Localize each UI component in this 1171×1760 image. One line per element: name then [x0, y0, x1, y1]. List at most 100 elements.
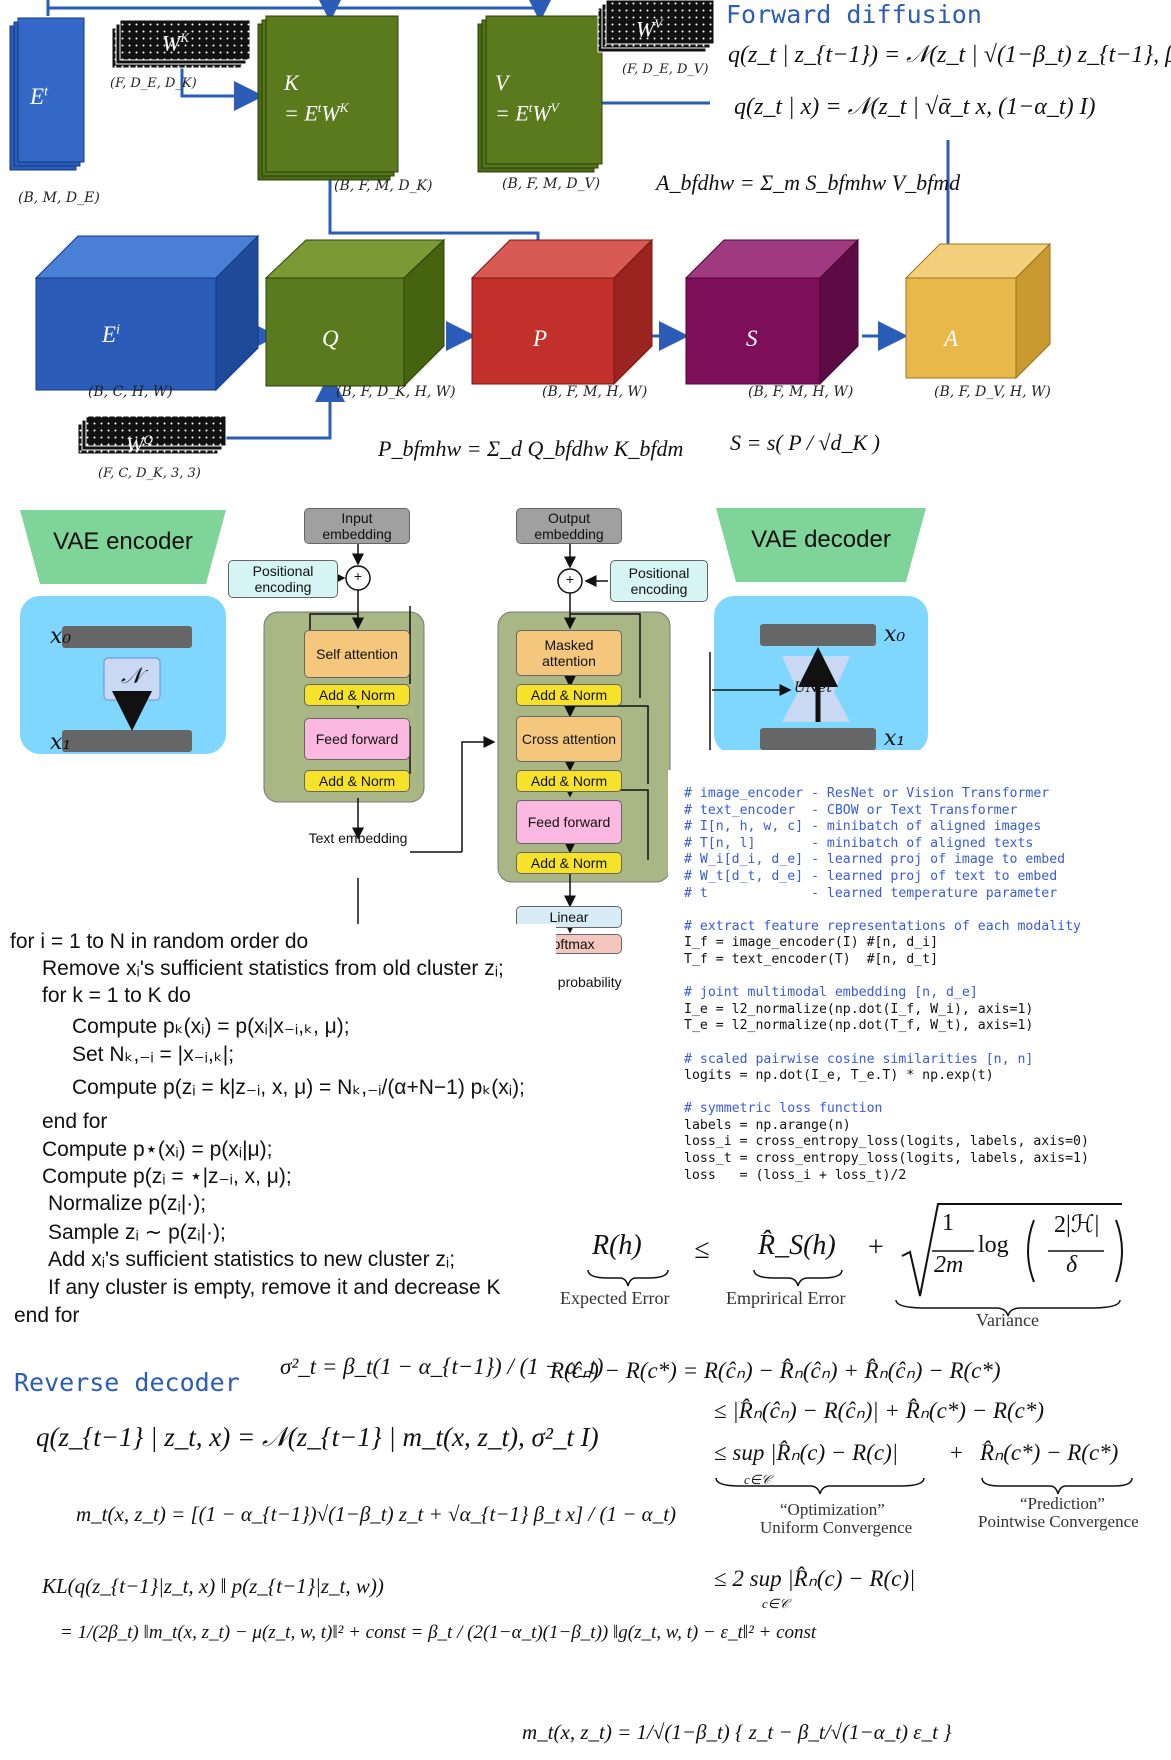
risk-line-3b: +: [950, 1440, 963, 1465]
bound-log: log: [978, 1232, 1009, 1258]
v-label-line1: V: [495, 70, 509, 95]
wv-label: WV: [636, 16, 663, 42]
q-label: Q: [322, 326, 339, 351]
code-line: loss_t = cross_entropy_loss(logits, labe…: [684, 1151, 1089, 1167]
bound-braces: [587, 1203, 1123, 1317]
vae-decoder-x1-label: x₁: [884, 726, 906, 751]
algo-line: for k = 1 to K do: [42, 984, 191, 1007]
add-norm-box: Add & Norm: [304, 684, 410, 706]
s-cube: [684, 238, 860, 386]
risk-optimization-label: “Optimization”: [780, 1500, 885, 1519]
wk-label: WK: [162, 30, 189, 56]
algo-line: Sample zᵢ ∼ p(zᵢ|·);: [48, 1221, 226, 1244]
code-line: # text_encoder - CBOW or Text Transforme…: [684, 802, 1018, 818]
code-line: # scaled pairwise cosine similarities [n…: [684, 1051, 1034, 1067]
output-embedding-box: Output embedding: [516, 508, 622, 544]
bound-rs: R̂_S(h): [758, 1230, 836, 1261]
q-dims: (B, F, D_K, H, W): [336, 384, 456, 400]
p-label: P: [533, 326, 548, 351]
code-line: loss = (loss_i + loss_t)/2: [684, 1167, 907, 1183]
vae-normal-label: 𝒩: [121, 664, 143, 689]
risk-line-1: R(ĉₙ) − R(c*) = R(ĉₙ) − R̂ₙ(ĉₙ) + R̂ₙ(ĉₙ…: [550, 1358, 1001, 1383]
encoder-plus: +: [353, 568, 363, 584]
feed-forward-box: Feed forward: [304, 718, 410, 760]
reverse-m: m_t(x, z_t) = [(1 − α_{t−1})√(1−β_t) z_t…: [76, 1502, 677, 1526]
code-line: # t - learned temperature parameter: [684, 885, 1058, 901]
code-line: I_f = image_encoder(I) #[n, d_i]: [684, 935, 939, 951]
algo-line: If any cluster is empty, remove it and d…: [48, 1276, 501, 1299]
risk-prediction-label: “Prediction”: [1020, 1494, 1105, 1513]
code-line: # T[n, l] - minibatch of aligned texts: [684, 835, 1034, 851]
reverse-kl-2: = 1/(2β_t) ‖m_t(x, z_t) − μ(z_t, w, t)‖²…: [60, 1622, 817, 1643]
code-line: T_e = l2_normalize(np.dot(T_f, W_t), axi…: [684, 1018, 1034, 1034]
vae-encoder-head: [20, 510, 226, 584]
positional-encoding-right: Positional encoding: [610, 560, 708, 602]
risk-line-2: ≤ |R̂ₙ(ĉₙ) − R(ĉₙ)| + R̂ₙ(c*) − R(c*): [714, 1398, 1045, 1423]
vae-decoder-title: VAE decoder: [751, 526, 891, 553]
et-dims: (B, M, D_E): [18, 190, 100, 206]
add-norm-box: Add & Norm: [516, 852, 622, 874]
clip-pseudocode: # image_encoder - ResNet or Vision Trans…: [684, 786, 1089, 1184]
q-cube: [264, 238, 446, 388]
equation-p: P_bfmhw = Σ_d Q_bfdhw K_bfdm: [378, 436, 684, 461]
et-tensor: [9, 17, 85, 171]
positional-encoding-left: Positional encoding: [228, 560, 338, 598]
s-label: S: [746, 326, 758, 351]
bound-delta: δ: [1066, 1252, 1078, 1278]
a-cube: [904, 242, 1052, 380]
vae-decoder-head: [716, 508, 926, 582]
bound-r: R(h): [592, 1230, 642, 1261]
code-line: # image_encoder - ResNet or Vision Trans…: [684, 786, 1050, 801]
add-norm-box: Add & Norm: [304, 770, 410, 792]
risk-uniform-label: Uniform Convergence: [760, 1518, 913, 1537]
k-tensor: [257, 15, 399, 181]
a-dims: (B, F, D_V, H, W): [934, 384, 1051, 400]
code-line: # symmetric loss function: [684, 1101, 883, 1117]
vae-encoder-title: VAE encoder: [53, 528, 193, 555]
reverse-m2: m_t(x, z_t) = 1/√(1−β_t) { z_t − β_t/√(1…: [522, 1720, 952, 1744]
code-line: [684, 902, 1089, 919]
bound-expected-label: Expected Error: [560, 1288, 670, 1308]
reverse-q: q(z_{t−1} | z_t, x) = 𝒩(z_{t−1} | m_t(x,…: [36, 1422, 599, 1452]
add-norm-box: Add & Norm: [516, 684, 622, 706]
bound-h: 2|ℋ|: [1054, 1212, 1100, 1238]
et-label: Et: [30, 84, 48, 109]
code-panel-bg: [668, 770, 1171, 1190]
bound-variance-label: Variance: [976, 1310, 1039, 1330]
cross-attention-box: Cross attention: [516, 716, 622, 762]
risk-braces: [715, 1477, 1133, 1495]
code-line: [684, 969, 1089, 986]
algo-line: Compute p(zᵢ = k|z₋ᵢ, x, μ) = Nₖ,₋ᵢ/(α+N…: [72, 1076, 525, 1099]
p-cube: [470, 238, 654, 386]
code-line: # extract feature representations of eac…: [684, 918, 1081, 934]
bound-empirical-label: Emprirical Error: [726, 1288, 846, 1308]
wq-tensor: [77, 415, 227, 455]
forward-eq-1: q(z_t | z_{t−1}) = 𝒩(z_t | √(1−β_t) z_{t…: [728, 42, 1171, 68]
bound-var-num: 1: [942, 1210, 954, 1236]
risk-line-3a: ≤ sup |R̂ₙ(c) − R(c)|: [714, 1440, 899, 1465]
wk-dims: (F, D_E, D_K): [110, 76, 197, 91]
forward-eq-2: q(z_t | x) = 𝒩(z_t | √ᾱ_t x, (1−α_t) I): [734, 94, 1096, 120]
code-line: loss_i = cross_entropy_loss(logits, labe…: [684, 1134, 1089, 1150]
equation-a: A_bfdhw = Σ_m S_bfmhw V_bfmd: [656, 170, 961, 195]
algo-line: Set Nₖ,₋ᵢ = |x₋ᵢ,ₖ|;: [72, 1043, 235, 1066]
wv-dims: (F, D_E, D_V): [622, 62, 709, 77]
decoder-plus: +: [565, 571, 575, 587]
input-embedding-box: Input embedding: [304, 508, 410, 544]
algo-line: Compute pₖ(xᵢ) = p(xᵢ|x₋ᵢ,ₖ, μ);: [72, 1015, 350, 1038]
text-embedding-label: Text embedding: [308, 830, 408, 846]
self-attention-box: Self attention: [304, 630, 410, 678]
s-dims: (B, F, M, H, W): [748, 384, 854, 400]
add-norm-box: Add & Norm: [516, 770, 622, 792]
v-tensor: [477, 15, 603, 173]
risk-line-3c: R̂ₙ(c*) − R(c*): [980, 1440, 1119, 1465]
a-label: A: [944, 326, 959, 351]
reverse-sigma: σ²_t = β_t(1 − α_{t−1}) / (1 − α_t): [280, 1354, 604, 1379]
algo-line: Add xᵢ's sufficient statistics to new cl…: [48, 1248, 456, 1271]
code-line: # joint multimodal embedding [n, d_e]: [684, 985, 978, 1001]
algorithm-bg: [0, 924, 556, 1270]
wq-label: WQ: [126, 432, 153, 457]
k-label-line2: = EtWK: [284, 100, 349, 126]
p-dims: (B, F, M, H, W): [542, 384, 648, 400]
masked-attention-box: Masked attention: [516, 630, 622, 676]
